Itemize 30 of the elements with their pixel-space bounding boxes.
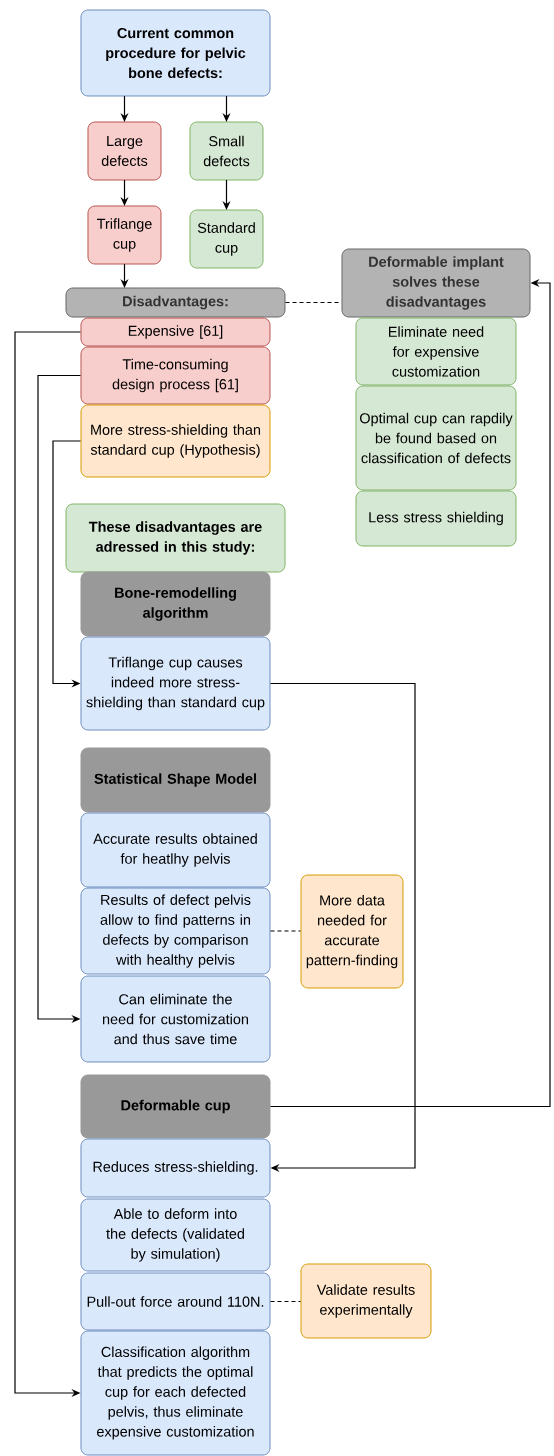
process-box: Can eliminate the need for customization and thus save time: [80, 975, 271, 1063]
process-box: Expensive [61]: [80, 317, 271, 347]
process-box: Less stress shielding: [355, 490, 517, 547]
process-box: Optimal cup can rapdily be found based on classification of defects: [355, 385, 517, 491]
process-box: Pull-out force around 110N.: [80, 1272, 271, 1331]
connector-line: [269, 930, 302, 932]
process-box: Time-consuming design process [61]: [80, 346, 271, 405]
heading-box: Disadvantages:: [65, 287, 286, 318]
process-box: Reduces stress-shielding.: [80, 1138, 271, 1198]
process-box: These disadvantages are adressed in this study:: [65, 503, 286, 573]
process-box: Large defects: [87, 121, 162, 181]
connector-line: [269, 1300, 302, 1303]
heading-box: Statistical Shape Model: [80, 747, 271, 813]
process-box: Eliminate need for expensive customization: [355, 317, 517, 386]
heading-box: Bone-remodelling algorithm: [80, 571, 271, 637]
arrow: [269, 682, 416, 1173]
process-box: Small defects: [189, 121, 264, 181]
note-box: More stress-shielding than standard cup (Hypothesis): [80, 404, 271, 478]
note-box: Validate results experimentally: [300, 1263, 432, 1339]
heading-box: Deformable implant solves these disadvantages: [341, 248, 531, 318]
process-box: Triflange cup: [87, 205, 162, 265]
process-box: Classification algorithm that predicts the optimal cup for each defected pelvis, thus eliminate expensive customization: [80, 1330, 271, 1456]
process-box: Able to deform into the defects (validated by simulation): [80, 1198, 271, 1272]
process-box: Standard cup: [189, 209, 264, 269]
process-box: Current common procedure for pelvic bone defects:: [80, 9, 271, 97]
process-box: Triflange cup causes indeed more stress-shielding than standard cup: [80, 636, 271, 731]
heading-box: Deformable cup: [80, 1074, 271, 1139]
process-box: Accurate results obtained for heatlhy pelvis: [80, 812, 271, 888]
process-box: Results of defect pelvis allow to find patterns in defects by comparison with healthy pelvis: [80, 887, 271, 975]
note-box: More data needed for accurate pattern-finding: [300, 874, 404, 989]
